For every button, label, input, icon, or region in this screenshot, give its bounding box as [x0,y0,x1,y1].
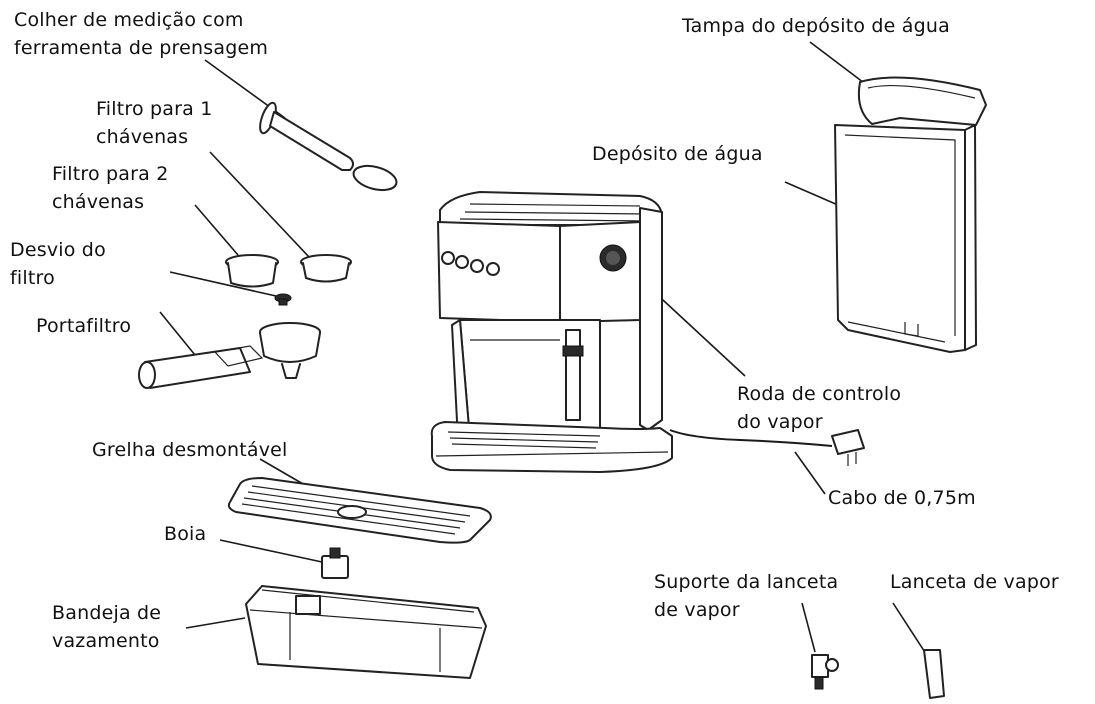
label-portafilter: Portafiltro [36,315,132,337]
label-cable: Cabo de 0,75m [828,487,976,509]
filter-1cup-drawing [300,254,352,283]
label-float: Boia [164,523,207,545]
label-tank-lid: Tampa do depósito de água [682,15,950,37]
label-scoop-line1: Colher de medição com [14,9,244,31]
wand-drawing [923,649,945,699]
float-drawing [321,547,349,579]
portafilter-drawing [138,322,321,389]
tank-lid-drawing [857,76,987,126]
label-driptray-line2: vazamento [52,630,160,652]
leader-driptray [185,617,246,629]
label-filter2-line2: chávenas [52,191,145,213]
label-wand: Lanceta de vapor [890,571,1059,593]
label-tank: Depósito de água [592,143,763,165]
cable-drawing [669,429,865,466]
leader-cable [794,451,826,495]
grille-drawing [227,477,492,544]
label-wand-holder-line2: de vapor [654,599,740,621]
tank-drawing [834,124,977,353]
driptray-drawing [245,585,487,679]
label-driptray-line1: Bandeja de [52,602,162,624]
scoop-drawing [259,101,398,192]
label-scoop-line2: ferramenta de prensagem [14,37,269,59]
leader-float [219,539,323,563]
label-grille: Grelha desmontável [92,439,288,461]
label-filter1-line1: Filtro para 1 [96,98,213,120]
leader-portafilter [159,311,196,356]
diverter-drawing [274,293,292,306]
leader-filter1 [209,151,311,259]
machine-drawing [430,191,673,473]
label-steam-knob-line1: Roda de controlo [737,383,902,405]
label-filter1-line2: chávenas [96,126,189,148]
leader-wand-holder [801,602,816,653]
label-diverter-line2: filtro [10,267,55,289]
leader-diverter [169,271,277,297]
label-wand-holder-line1: Suporte da lanceta [654,571,839,593]
leader-filter2 [194,204,239,256]
label-diverter-line1: Desvio do [10,239,106,261]
filter-2cups-drawing [225,254,279,288]
wand-holder-drawing [811,654,839,690]
label-steam-knob-line2: do vapor [737,411,823,433]
label-filter2-line1: Filtro para 2 [52,163,169,185]
